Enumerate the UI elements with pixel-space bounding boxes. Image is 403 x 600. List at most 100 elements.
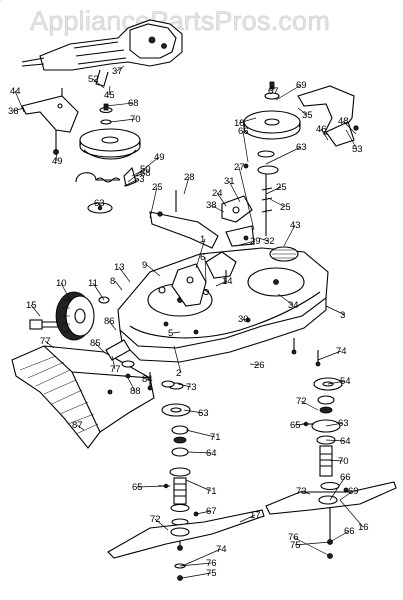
leader-line bbox=[267, 197, 286, 208]
leader-line bbox=[249, 363, 260, 366]
gauge-wheel-right bbox=[269, 246, 299, 262]
chute-hardware bbox=[105, 339, 153, 395]
leader-line bbox=[135, 172, 146, 177]
callout-3: 3 bbox=[340, 310, 345, 321]
callout-71: 71 bbox=[206, 486, 217, 497]
leader-line bbox=[109, 118, 136, 123]
leader-line bbox=[179, 562, 212, 567]
callout-85: 85 bbox=[90, 338, 101, 349]
callout-84: 84 bbox=[142, 374, 153, 385]
callout-74: 74 bbox=[336, 346, 347, 357]
leader-line bbox=[183, 409, 204, 414]
leader-line bbox=[325, 422, 344, 427]
callout-74: 74 bbox=[216, 544, 227, 555]
callout-75: 75 bbox=[206, 568, 217, 579]
callout-66: 66 bbox=[340, 472, 351, 483]
leader-line bbox=[215, 280, 228, 287]
wheel-bolt bbox=[29, 296, 110, 330]
leader-line bbox=[181, 548, 222, 567]
spindle-lower-left bbox=[158, 382, 199, 581]
leader-line bbox=[325, 305, 346, 316]
callout-38: 38 bbox=[206, 200, 217, 211]
bracket-left bbox=[21, 88, 79, 155]
callout-70: 70 bbox=[338, 456, 349, 467]
idler-arm-assembly bbox=[149, 190, 255, 249]
leader-line bbox=[195, 510, 212, 515]
callout-88: 88 bbox=[130, 386, 141, 397]
leader-line bbox=[294, 541, 331, 546]
leader-line bbox=[127, 377, 136, 392]
leader-line bbox=[177, 383, 192, 388]
callout-67: 67 bbox=[268, 86, 279, 97]
callout-49: 49 bbox=[154, 152, 165, 163]
leader-line bbox=[325, 439, 346, 442]
leader-line bbox=[294, 423, 307, 426]
leader-line bbox=[320, 128, 329, 141]
callout-68: 68 bbox=[140, 168, 151, 179]
leader-line bbox=[76, 424, 85, 431]
callout-26: 26 bbox=[254, 360, 265, 371]
leader-line bbox=[55, 149, 58, 162]
callout-73: 73 bbox=[296, 486, 307, 497]
callout-10: 10 bbox=[56, 278, 67, 289]
callout-1: 1 bbox=[200, 234, 205, 245]
leader-line bbox=[44, 340, 55, 349]
leader-line bbox=[108, 85, 111, 96]
leader-line bbox=[300, 400, 319, 411]
callout-14: 14 bbox=[222, 276, 233, 287]
leader-line bbox=[235, 240, 256, 247]
callout-45: 45 bbox=[104, 90, 115, 101]
leader-line bbox=[329, 530, 350, 543]
leader-line bbox=[339, 490, 354, 501]
leader-line bbox=[181, 572, 212, 579]
callout-69: 69 bbox=[296, 80, 307, 91]
callout-76: 76 bbox=[206, 558, 217, 569]
callout-64: 64 bbox=[206, 448, 217, 459]
callout-43: 43 bbox=[290, 220, 301, 231]
leader-line bbox=[329, 476, 346, 501]
spindle-upper-right bbox=[243, 150, 279, 236]
leader-line bbox=[149, 186, 158, 219]
callout-73: 73 bbox=[186, 382, 197, 393]
leader-line bbox=[146, 264, 161, 277]
leader-line bbox=[242, 318, 247, 321]
callout-18: 18 bbox=[234, 118, 245, 129]
callout-66: 66 bbox=[344, 526, 355, 537]
callout-52: 52 bbox=[88, 74, 99, 85]
leader-line bbox=[257, 237, 270, 242]
leader-line bbox=[92, 282, 105, 301]
leader-line bbox=[183, 176, 190, 195]
leader-line bbox=[265, 186, 282, 195]
mower-deck bbox=[117, 247, 329, 363]
callout-32: 32 bbox=[264, 236, 275, 247]
callout-11: 11 bbox=[88, 278, 98, 289]
callout-16: 16 bbox=[358, 522, 369, 533]
leader-line bbox=[105, 102, 134, 107]
leader-line bbox=[204, 256, 207, 283]
gauge-wheel-left bbox=[55, 291, 95, 341]
callout-25: 25 bbox=[152, 182, 163, 193]
deck-bolts bbox=[161, 270, 321, 388]
leader-lines bbox=[0, 0, 364, 579]
leader-line bbox=[146, 378, 151, 381]
leader-line bbox=[154, 518, 169, 531]
callout-48: 48 bbox=[338, 116, 349, 127]
leader-line bbox=[116, 65, 125, 72]
leader-line bbox=[317, 350, 342, 361]
callout-63: 63 bbox=[296, 142, 307, 153]
transmission-assembly bbox=[21, 19, 183, 87]
callout-24: 24 bbox=[212, 188, 223, 199]
callout-49: 49 bbox=[52, 156, 63, 167]
callout-75: 75 bbox=[290, 540, 301, 551]
leader-line bbox=[238, 166, 255, 231]
discharge-chute bbox=[11, 345, 155, 449]
callout-64: 64 bbox=[340, 436, 351, 447]
leader-line bbox=[187, 451, 212, 454]
leader-line bbox=[342, 120, 357, 135]
pulley-left bbox=[79, 128, 141, 160]
leader-line bbox=[60, 282, 71, 301]
leader-line bbox=[185, 429, 216, 438]
callout-69: 69 bbox=[348, 486, 359, 497]
leader-line bbox=[271, 85, 274, 92]
